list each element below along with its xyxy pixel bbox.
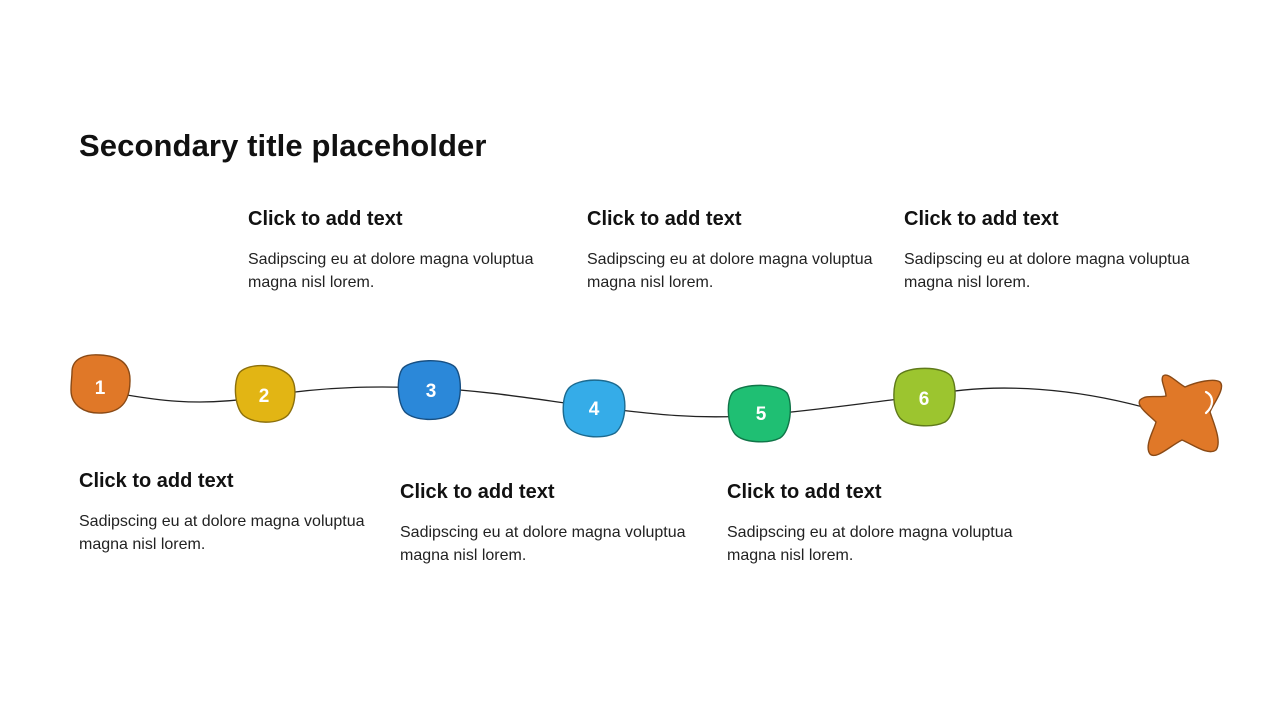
step-heading-1[interactable]: Click to add text (79, 470, 234, 492)
step-marker-1[interactable]: 1 (70, 354, 131, 414)
step-number-3: 3 (426, 381, 437, 402)
step-marker-6-blob (893, 367, 956, 427)
step-heading-5[interactable]: Click to add text (727, 481, 882, 503)
step-text-4: Click to add text Sadipscing eu at dolor… (587, 207, 887, 294)
step-text-6: Click to add text Sadipscing eu at dolor… (904, 207, 1204, 294)
step-body-2[interactable]: Sadipscing eu at dolore magna voluptua m… (248, 251, 534, 291)
step-number-1: 1 (95, 378, 106, 399)
step-body-3[interactable]: Sadipscing eu at dolore magna voluptua m… (400, 524, 686, 564)
step-heading-2[interactable]: Click to add text (248, 208, 403, 230)
step-marker-4[interactable]: 4 (562, 379, 626, 438)
step-marker-2[interactable]: 2 (234, 364, 296, 423)
step-body-4[interactable]: Sadipscing eu at dolore magna voluptua m… (587, 251, 873, 291)
step-marker-5[interactable]: 5 (727, 384, 792, 443)
step-heading-3[interactable]: Click to add text (400, 481, 555, 503)
step-number-2: 2 (259, 386, 270, 407)
step-text-5: Click to add text Sadipscing eu at dolor… (727, 480, 1027, 567)
step-marker-3-blob (397, 360, 461, 421)
step-marker-3[interactable]: 3 (397, 360, 461, 421)
star-highlight (1204, 390, 1214, 415)
step-heading-4[interactable]: Click to add text (587, 208, 742, 230)
step-number-4: 4 (589, 399, 600, 420)
step-text-1: Click to add text Sadipscing eu at dolor… (79, 469, 379, 556)
slide-title: Secondary title placeholder (79, 128, 487, 163)
step-marker-1-blob (70, 354, 131, 414)
step-body-6[interactable]: Sadipscing eu at dolore magna voluptua m… (904, 251, 1190, 291)
step-number-6: 6 (919, 389, 930, 410)
step-marker-5-blob (727, 384, 792, 443)
step-number-5: 5 (756, 404, 767, 425)
step-heading-6[interactable]: Click to add text (904, 208, 1059, 230)
step-body-5[interactable]: Sadipscing eu at dolore magna voluptua m… (727, 524, 1013, 564)
step-text-3: Click to add text Sadipscing eu at dolor… (400, 480, 700, 567)
goal-marker (1138, 374, 1223, 457)
step-body-1[interactable]: Sadipscing eu at dolore magna voluptua m… (79, 513, 365, 553)
step-marker-2-blob (234, 364, 296, 423)
step-marker-6[interactable]: 6 (893, 367, 956, 427)
step-text-2: Click to add text Sadipscing eu at dolor… (248, 207, 548, 294)
step-marker-4-blob (562, 379, 626, 438)
star-icon (1138, 374, 1223, 457)
